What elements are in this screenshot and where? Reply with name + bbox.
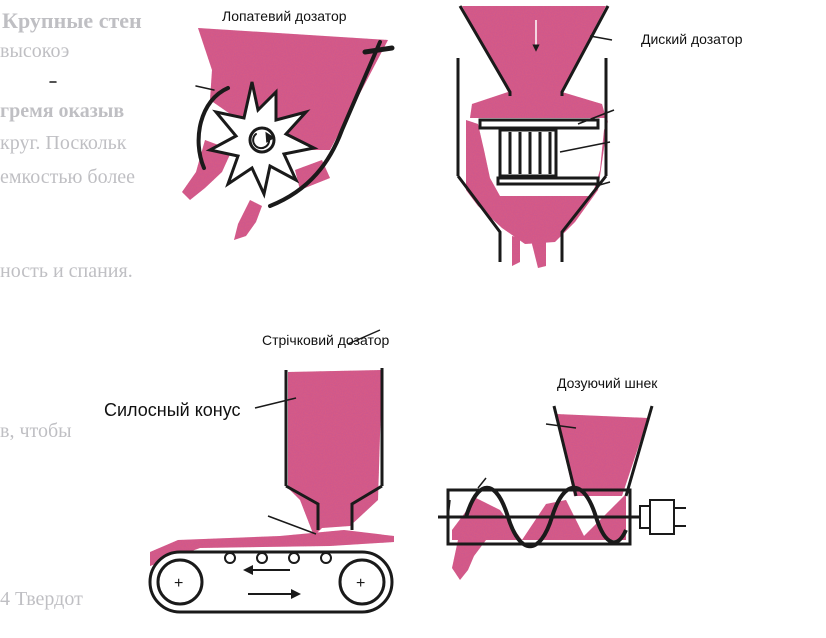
background-text-4: круг. Поскольк xyxy=(0,132,127,154)
svg-text:+: + xyxy=(174,575,183,592)
label-screw-doser: Дозуючий шнек xyxy=(557,375,658,391)
paddle-rotor xyxy=(205,81,319,199)
background-text-8: 4 Твердот xyxy=(0,588,83,610)
belt-doser xyxy=(150,370,394,566)
screw-motor xyxy=(639,499,686,535)
paddle-falling-material-left xyxy=(182,140,232,200)
disc-lower-plate xyxy=(496,176,600,186)
background-text-6: ность и спания. xyxy=(0,260,133,282)
background-text-1: Крупные стен xyxy=(2,8,142,33)
belt-rollers xyxy=(224,552,332,564)
belt-pulley-right xyxy=(338,558,386,606)
disc-drum xyxy=(498,128,558,178)
screw-doser xyxy=(452,414,648,580)
disc-outlet-material xyxy=(512,236,546,268)
background-text-7: в, чтобы xyxy=(0,420,72,442)
belt-silo-material xyxy=(288,370,382,536)
belt-material-layer xyxy=(150,530,394,566)
background-text-2: высокоэ xyxy=(0,40,70,62)
background-text-3: гремя оказыв xyxy=(0,100,125,122)
disc-spread-material xyxy=(470,92,606,118)
screw-hopper-material xyxy=(556,414,648,496)
disc-plate xyxy=(478,118,600,130)
label-belt-doser: Стрічковий дозатор xyxy=(262,332,390,348)
screw-flights xyxy=(464,485,628,549)
belt-doser-outline: + + xyxy=(148,329,394,614)
paddle-doser-outline xyxy=(49,40,395,208)
paddle-doser xyxy=(182,28,388,240)
disc-doser-outline xyxy=(456,5,615,262)
background-text-5: емкостью более xyxy=(0,166,136,188)
paddle-falling-material-right xyxy=(234,200,262,240)
belt-loop xyxy=(148,550,394,614)
paddle-material xyxy=(198,28,388,150)
label-silo-cone: Силосный конус xyxy=(104,400,241,420)
label-paddle-doser: Лопатевий дозатор xyxy=(222,8,347,24)
disc-chamber-material xyxy=(466,120,608,244)
svg-text:+: + xyxy=(356,575,365,592)
screw-doser-outline xyxy=(438,405,686,549)
belt-pulley-left xyxy=(156,558,204,606)
label-disc-doser: Диский дозатор xyxy=(641,31,743,47)
screw-outlet-material xyxy=(452,540,486,580)
